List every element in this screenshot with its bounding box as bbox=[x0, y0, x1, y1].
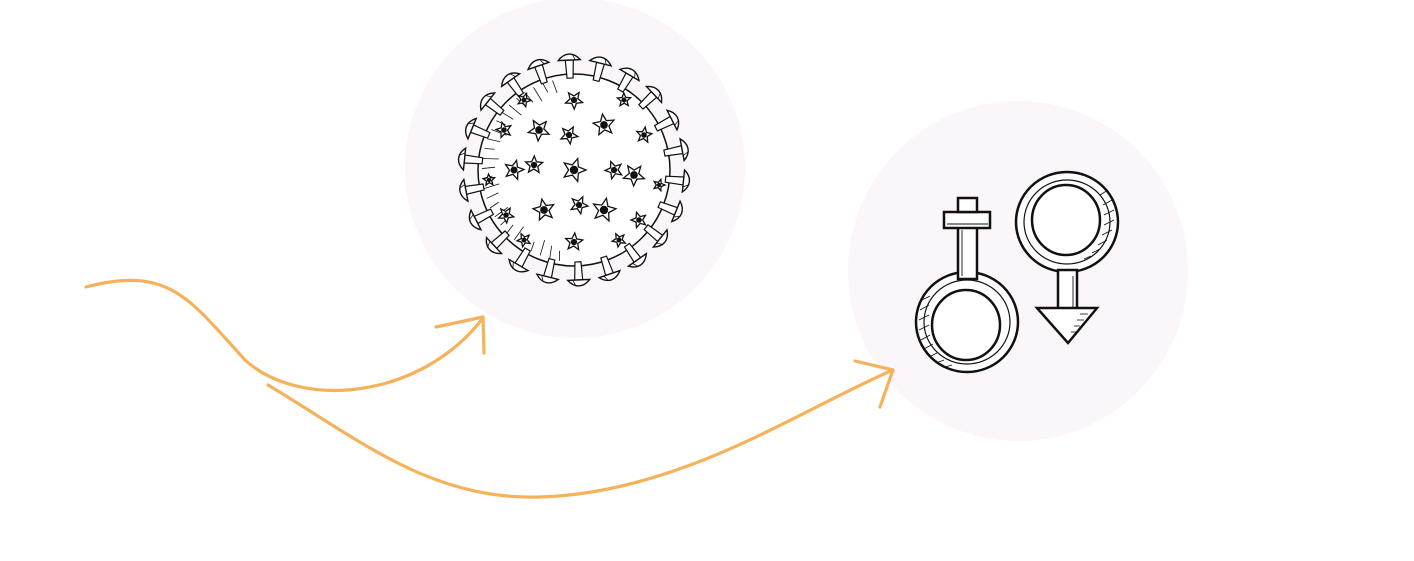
arrow-to-sex-head bbox=[853, 359, 895, 409]
coronavirus-icon bbox=[457, 53, 691, 287]
arrow-to-virus bbox=[84, 278, 485, 393]
sex-node-circle bbox=[848, 101, 1188, 441]
arrows-group bbox=[84, 278, 895, 499]
male-symbol-icon bbox=[1014, 170, 1120, 345]
gender-symbols-icon bbox=[914, 170, 1120, 374]
female-symbol-icon bbox=[914, 196, 1020, 374]
arrow-to-sex bbox=[266, 368, 895, 499]
arrow-to-virus-head bbox=[434, 315, 486, 355]
